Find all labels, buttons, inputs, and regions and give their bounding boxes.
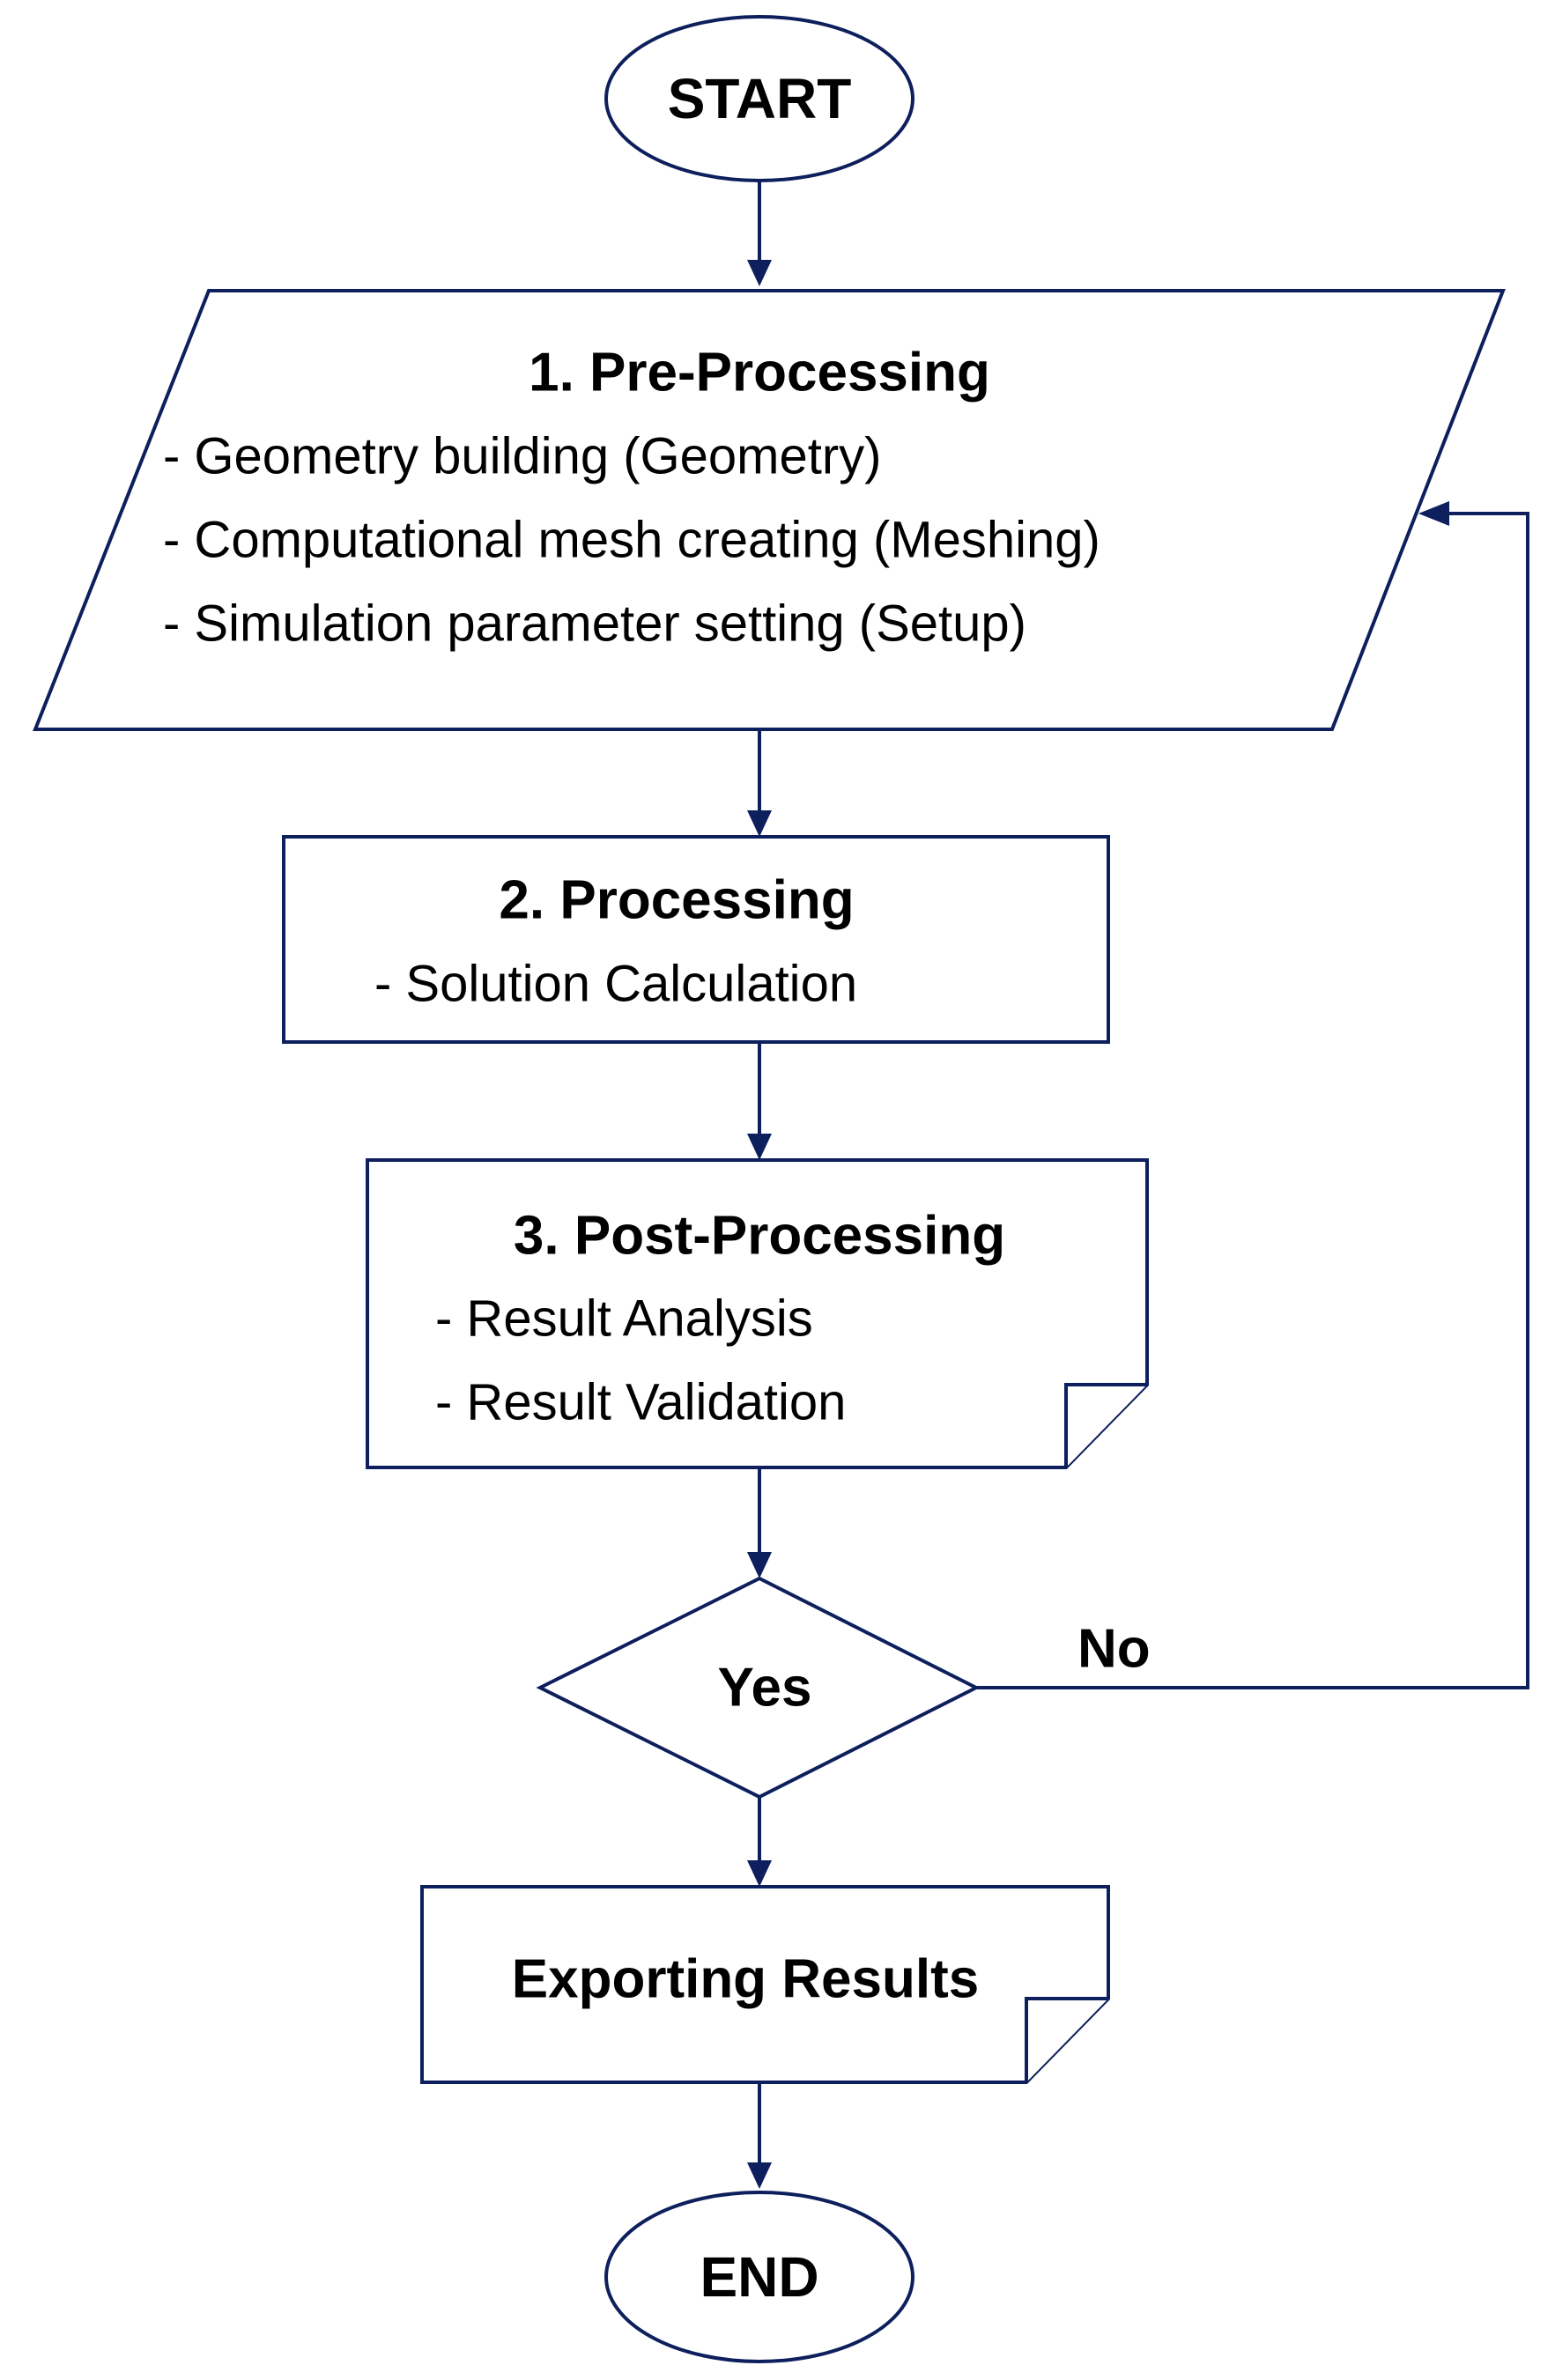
decision-label: Yes [718, 1658, 812, 1718]
post-processing-line: - Result Analysis [435, 1290, 813, 1348]
arrowhead-no-loop [1418, 501, 1449, 526]
connector-no-loop [976, 512, 1529, 1689]
arrowhead-end [747, 2162, 772, 2189]
decision-step: Yes No [536, 1576, 1151, 1800]
export-step: Exporting Results [420, 1885, 1110, 2084]
export-label: Exporting Results [512, 1949, 980, 2010]
pre-processing-line: - Simulation parameter setting (Setup) [163, 595, 1026, 653]
arrowhead-pre [747, 260, 772, 286]
processing-line: - Solution Calculation [374, 956, 857, 1013]
end-ellipse [604, 2191, 914, 2363]
start-terminator: START [604, 15, 914, 182]
pre-processing-line: - Computational mesh creating (Meshing) [163, 512, 1100, 569]
processing-step: 2. Processing - Solution Calculation [282, 835, 1110, 1044]
connectors [747, 181, 1529, 2189]
pre-processing-line: - Geometry building (Geometry) [163, 428, 881, 485]
decision-no-label: No [1077, 1619, 1151, 1680]
pre-processing-parallelogram [33, 289, 1506, 731]
post-processing-line: - Result Validation [435, 1374, 846, 1431]
start-ellipse [604, 15, 914, 182]
arrowhead-processing [747, 810, 772, 837]
arrowhead-decision [747, 1552, 772, 1578]
arrowhead-post [747, 1134, 772, 1160]
end-label: END [700, 2245, 818, 2309]
post-processing-fold [1064, 1383, 1147, 1467]
start-label: START [668, 67, 852, 130]
pre-processing-title: 1. Pre-Processing [529, 343, 990, 403]
arrowhead-export [747, 1860, 772, 1887]
post-processing-title: 3. Post-Processing [514, 1206, 1005, 1267]
processing-title: 2. Processing [499, 870, 854, 931]
pre-processing-step: 1. Pre-Processing - Geometry building (G… [33, 289, 1506, 731]
export-fold [1025, 1997, 1108, 2082]
post-processing-step: 3. Post-Processing - Result Analysis - R… [366, 1158, 1149, 1469]
end-terminator: END [604, 2191, 914, 2363]
decision-diamond [536, 1576, 981, 1800]
processing-rectangle [282, 835, 1110, 1044]
